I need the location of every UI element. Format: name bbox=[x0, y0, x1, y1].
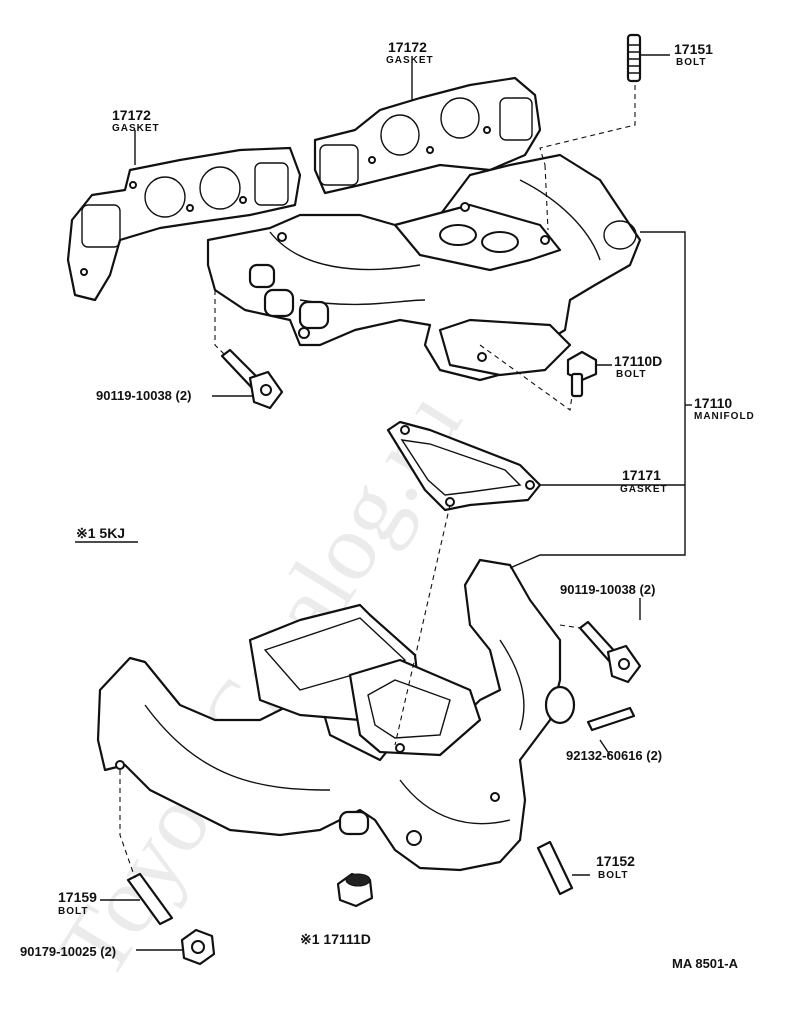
callout-bolt-90119-upper: 90119-10038 (2) bbox=[96, 388, 191, 403]
part-number: 17172 bbox=[112, 107, 151, 123]
callout-bolt-17110d: 17110D BOLT bbox=[614, 353, 662, 380]
callout-nut-90179: 90179-10025 (2) bbox=[20, 944, 116, 959]
stud-17152-drawing bbox=[536, 840, 574, 896]
part-number: 17152 bbox=[596, 853, 635, 869]
callout-gasket-right: 17172 GASKET bbox=[386, 39, 434, 66]
plug-17111d-drawing bbox=[336, 872, 374, 908]
gasket-17171-drawing bbox=[386, 420, 542, 512]
part-desc: GASKET bbox=[112, 123, 160, 134]
gasket-right-drawing bbox=[313, 76, 542, 195]
callout-bolt-17152: 17152 BOLT bbox=[596, 853, 635, 881]
bolt-90119-lower-drawing bbox=[578, 620, 642, 684]
figure-code: MA 8501-A bbox=[672, 956, 739, 971]
callout-gasket-17171: 17171 GASKET bbox=[620, 467, 668, 495]
bolt-90119-upper-drawing bbox=[220, 348, 284, 410]
part-desc: BOLT bbox=[58, 906, 88, 917]
part-desc: GASKET bbox=[620, 484, 668, 495]
part-number: 17172 bbox=[388, 39, 427, 55]
part-desc: BOLT bbox=[598, 870, 628, 881]
callout-bolt-90119-lower: 90119-10038 (2) bbox=[560, 582, 655, 597]
upper-manifold-drawing bbox=[206, 153, 642, 382]
callout-bolt-17159: 17159 BOLT bbox=[58, 889, 97, 917]
callout-gasket-left: 17172 GASKET bbox=[112, 107, 160, 134]
part-desc: GASKET bbox=[386, 55, 434, 66]
stud-17159-drawing bbox=[126, 872, 174, 926]
part-number: 17159 bbox=[58, 889, 97, 905]
nut-90179-drawing bbox=[180, 928, 216, 966]
variant-note: ※1 5KJ bbox=[76, 525, 125, 541]
part-desc: BOLT bbox=[676, 57, 706, 68]
callout-plug-17111d: ※1 17111D bbox=[300, 931, 371, 947]
part-desc: BOLT bbox=[616, 369, 646, 380]
stud-92132-drawing bbox=[586, 706, 636, 732]
part-number: 17110D bbox=[614, 353, 662, 369]
part-number: 17151 bbox=[674, 41, 713, 57]
callout-manifold: 17110 MANIFOLD bbox=[694, 395, 755, 422]
gasket-left-drawing bbox=[66, 146, 302, 302]
lower-manifold-drawing bbox=[96, 558, 576, 872]
callout-bolt-17151: 17151 BOLT bbox=[674, 41, 713, 68]
callout-stud-92132: 92132-60616 (2) bbox=[566, 748, 662, 763]
part-desc: MANIFOLD bbox=[694, 411, 755, 422]
leader-lines bbox=[75, 54, 692, 951]
part-number: 17110 bbox=[694, 395, 732, 411]
stud-17151-drawing bbox=[626, 33, 642, 83]
part-number: 17171 bbox=[622, 467, 661, 483]
alignment-lines bbox=[119, 85, 636, 879]
bolt-17110d-drawing bbox=[566, 350, 598, 398]
